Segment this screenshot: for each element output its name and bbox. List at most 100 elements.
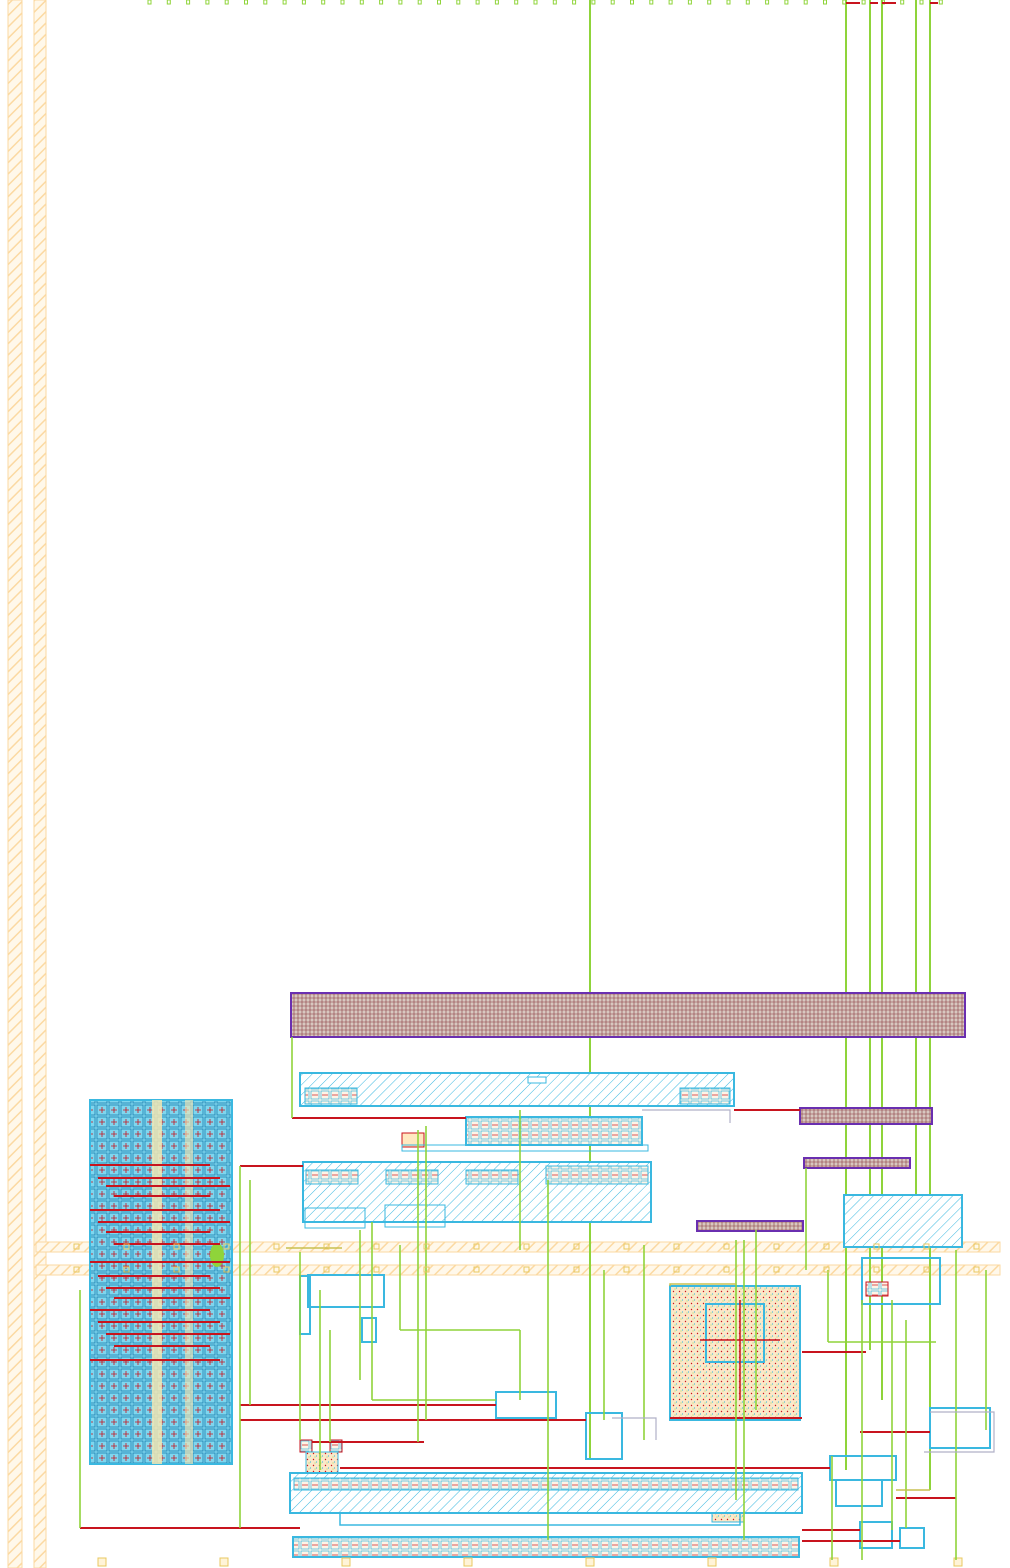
top-pin	[630, 0, 634, 5]
top-pin	[687, 0, 692, 5]
standard-cell-array[interactable]	[89, 1099, 233, 1465]
cell-row-1[interactable]	[299, 1072, 735, 1107]
rail-pad	[223, 1243, 230, 1250]
rail-pad	[373, 1266, 380, 1273]
rail-pad	[523, 1266, 530, 1273]
rail-pad	[873, 1243, 880, 1250]
top-pin	[282, 0, 287, 5]
array-red-wires	[90, 1164, 230, 1361]
rail-pad	[123, 1243, 130, 1250]
top-pin	[919, 0, 924, 5]
rail-pad	[623, 1243, 630, 1250]
top-pin	[456, 0, 461, 5]
top-pin	[900, 0, 905, 5]
rail-pad	[423, 1243, 430, 1250]
top-pin	[398, 0, 403, 5]
rail-pad	[623, 1266, 630, 1273]
top-pin	[861, 0, 866, 5]
top-pin	[649, 0, 654, 5]
top-pin	[205, 0, 210, 5]
top-pin	[823, 0, 827, 5]
cell-row-3[interactable]	[302, 1161, 652, 1229]
top-pin	[244, 0, 248, 5]
rail-pad	[823, 1266, 830, 1273]
bottom-io-row[interactable]	[292, 1536, 800, 1558]
top-pin	[572, 0, 577, 5]
bottom-pin	[97, 1557, 107, 1567]
bottom-cell-row[interactable]	[289, 1472, 803, 1526]
power-rail-left	[7, 0, 47, 1568]
rail-pad	[723, 1243, 730, 1250]
rail-pad	[773, 1243, 780, 1250]
top-pin	[359, 0, 364, 5]
rail-pad	[173, 1243, 180, 1250]
rail-pad	[873, 1266, 880, 1273]
right-cell-strips[interactable]	[696, 1107, 933, 1232]
rail-pad	[923, 1243, 930, 1250]
top-pin	[340, 0, 345, 5]
bottom-pin	[463, 1557, 473, 1567]
top-pin	[668, 0, 673, 5]
bottom-pin	[585, 1557, 595, 1567]
rail-pad	[973, 1266, 980, 1273]
top-pin	[437, 0, 441, 5]
rail-pad	[973, 1243, 980, 1250]
metal-local-wires	[79, 1037, 987, 1560]
rail-pad	[673, 1266, 680, 1273]
top-pin	[475, 0, 480, 5]
top-pin	[166, 0, 171, 5]
top-pin	[803, 0, 808, 5]
top-pin	[514, 0, 519, 5]
top-pin	[938, 0, 943, 5]
analog-macro-block[interactable]	[669, 1285, 801, 1421]
rail-pad	[773, 1266, 780, 1273]
top-pin	[707, 0, 712, 5]
rail-pad	[573, 1243, 580, 1250]
rail-pad	[123, 1266, 130, 1273]
top-pin	[321, 0, 326, 5]
rail-pad	[423, 1266, 430, 1273]
top-pin	[784, 0, 789, 5]
gray-outline-traces	[612, 1109, 995, 1453]
power-rail-horizontal	[35, 1241, 1001, 1276]
top-pin	[591, 0, 596, 5]
top-pin-row	[147, 0, 943, 5]
rail-pad	[173, 1266, 180, 1273]
top-pin	[417, 0, 422, 5]
rail-pad	[473, 1266, 480, 1273]
top-pin	[494, 0, 499, 5]
rail-pad	[823, 1243, 830, 1250]
top-pin	[186, 0, 191, 5]
bottom-pin	[341, 1557, 351, 1567]
rail-pad	[373, 1243, 380, 1250]
top-pin	[552, 0, 557, 5]
rail-pad	[73, 1266, 80, 1273]
top-pin	[301, 0, 306, 5]
bottom-pin-row	[97, 1557, 963, 1567]
bottom-pin	[953, 1557, 963, 1567]
rail-pad	[73, 1243, 80, 1250]
rail-pad	[573, 1266, 580, 1273]
rail-pad	[523, 1243, 530, 1250]
rail-pads	[73, 1243, 980, 1273]
top-pin	[765, 0, 770, 5]
top-pin	[610, 0, 615, 5]
bottom-pin	[219, 1557, 229, 1567]
rail-pad	[473, 1243, 480, 1250]
top-pin	[379, 0, 384, 5]
via-connectors	[286, 1247, 930, 1491]
dense-macro-block[interactable]	[290, 992, 966, 1038]
bottom-pin	[707, 1557, 717, 1567]
rail-pad	[673, 1243, 680, 1250]
right-cell-cluster[interactable]	[843, 1194, 963, 1305]
rail-pad	[923, 1266, 930, 1273]
cell-row-2[interactable]	[401, 1116, 649, 1152]
rail-pad	[723, 1266, 730, 1273]
rail-pad	[323, 1243, 330, 1250]
top-pin	[224, 0, 229, 5]
top-pin	[147, 0, 152, 5]
top-pin	[533, 0, 538, 5]
rail-pad	[323, 1266, 330, 1273]
top-pin	[726, 0, 731, 5]
